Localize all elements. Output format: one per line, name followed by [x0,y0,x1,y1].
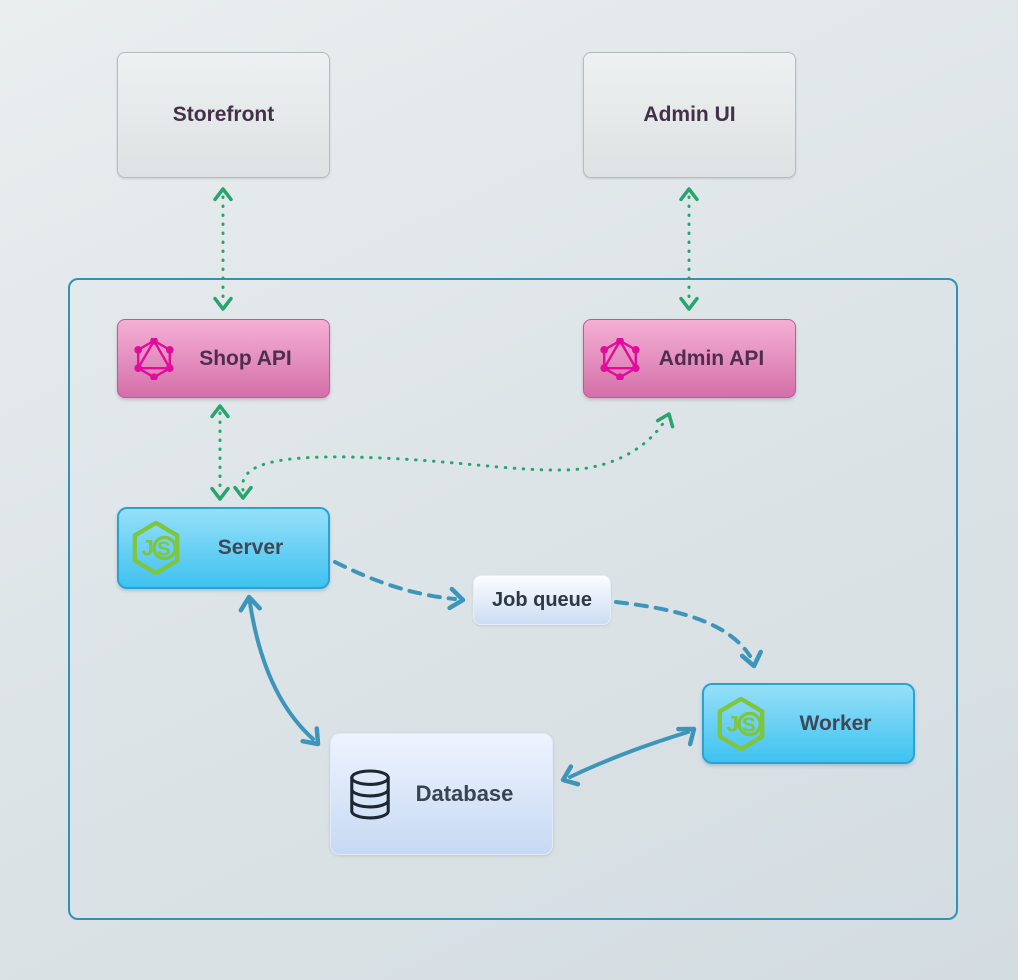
svg-text:S: S [157,539,171,561]
node-worker: J S Worker [702,683,915,764]
node-storefront-label: Storefront [172,103,275,126]
graphql-icon [132,337,176,380]
node-database: Database [330,733,553,855]
graphql-icon [598,337,642,380]
node-job-queue: Job queue [473,575,611,625]
svg-text:J: J [727,711,739,736]
node-storefront: Storefront [117,52,330,178]
node-shop-api-label: Shop API [199,346,292,370]
node-admin-api-label: Admin API [658,346,765,370]
node-server: J S Server [117,507,330,589]
node-database-label: Database [415,781,514,806]
database-icon [347,768,393,820]
svg-text:J: J [142,536,154,561]
nodejs-icon: J S [129,519,183,577]
nodejs-icon: J S [714,695,768,753]
svg-text:S: S [742,714,756,736]
backend-container [68,278,958,920]
node-admin-ui: Admin UI [583,52,796,178]
node-job-queue-label: Job queue [491,588,592,611]
node-admin-api: Admin API [583,319,796,398]
node-shop-api: Shop API [117,319,330,398]
node-server-label: Server [217,536,284,559]
node-admin-ui-label: Admin UI [643,103,736,126]
node-worker-label: Worker [799,711,872,735]
